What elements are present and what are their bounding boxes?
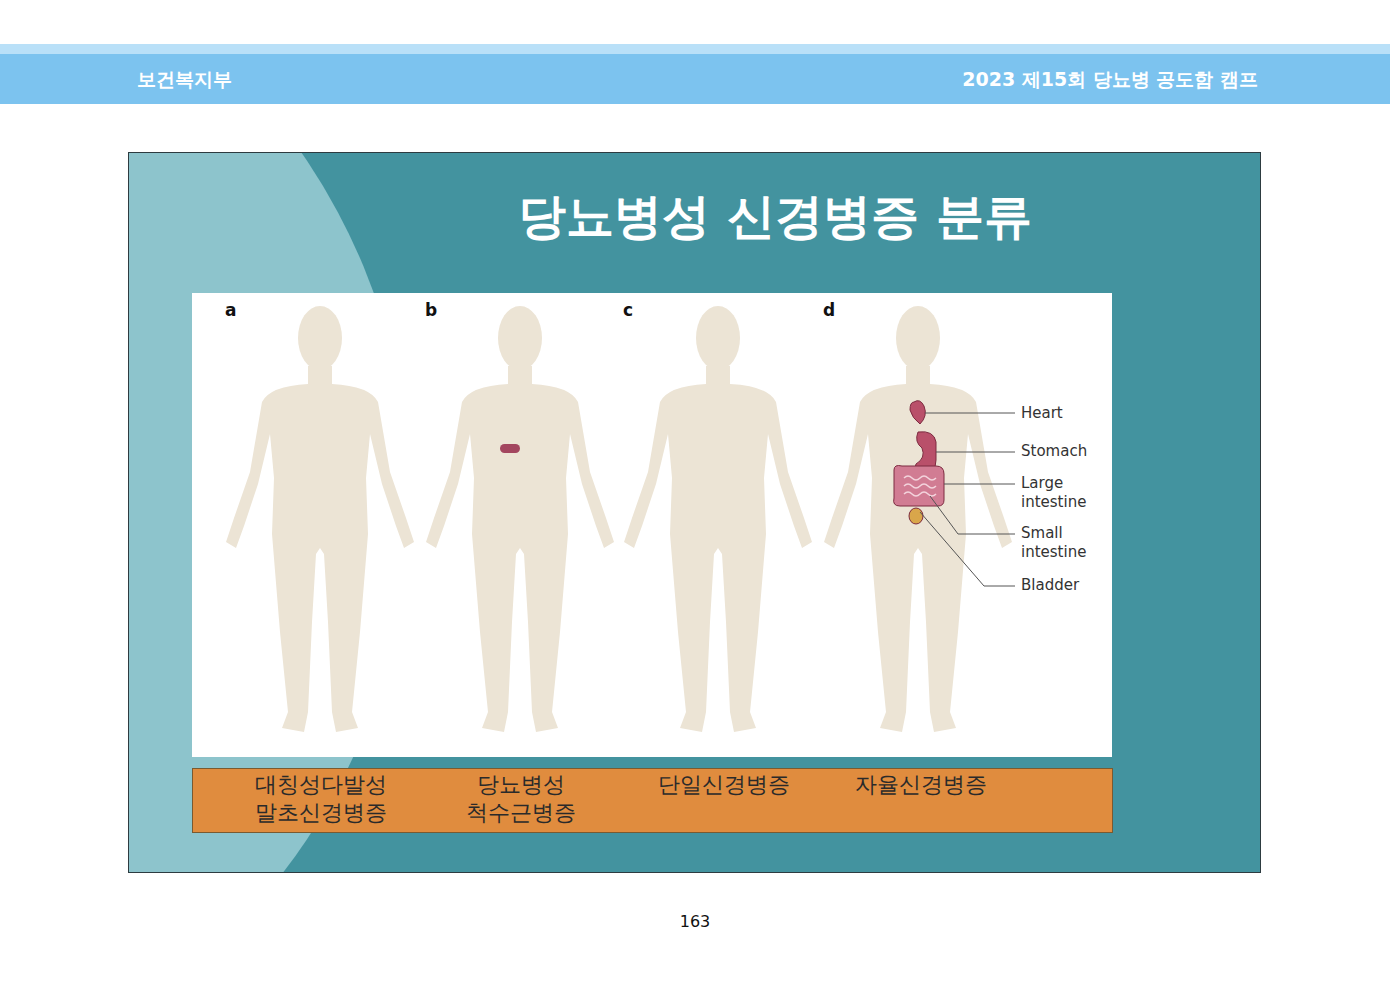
organ-label: Bladder (1021, 576, 1079, 595)
label-band: 대칭성다발성 말초신경병증 당뇨병성 척수근병증 단일신경병증 자율신경병증 (193, 769, 1111, 831)
body-figure-d (824, 306, 1012, 732)
slide-title: 당뇨병성 신경병증 분류 (440, 185, 1110, 249)
organ-label: Heart (1021, 404, 1063, 423)
image-panel (192, 293, 1112, 757)
panel-letter: d (823, 300, 835, 321)
bladder-organ (909, 508, 923, 524)
organ-label: Small intestine (1021, 524, 1101, 562)
small-intestine-organ (904, 476, 936, 496)
panel-letter: c (623, 300, 633, 321)
category-label: 자율신경병증 (836, 771, 1006, 799)
leader-lines (920, 413, 1015, 586)
heart-organ (910, 401, 925, 424)
body-figure-b (426, 306, 614, 732)
panel-letter: a (225, 300, 236, 321)
large-intestine-organ (894, 466, 944, 507)
header-strip (0, 44, 1390, 54)
category-label: 당뇨병성 척수근병증 (436, 771, 606, 827)
panel-letter: b (425, 300, 437, 321)
category-label: 단일신경병증 (639, 771, 809, 799)
organ-label: Large intestine (1021, 474, 1101, 512)
body-figure-c (624, 306, 818, 734)
category-label: 대칭성다발성 말초신경병증 (236, 771, 406, 827)
body-figure-a (220, 306, 420, 736)
header-org: 보건복지부 (137, 68, 232, 92)
organ-label: Stomach (1021, 442, 1087, 461)
page-number: 163 (645, 912, 745, 932)
label-band-ground (193, 769, 1113, 833)
header-bar (0, 54, 1390, 104)
header-event: 2023 제15회 당뇨병 공도함 캠프 (958, 68, 1258, 92)
